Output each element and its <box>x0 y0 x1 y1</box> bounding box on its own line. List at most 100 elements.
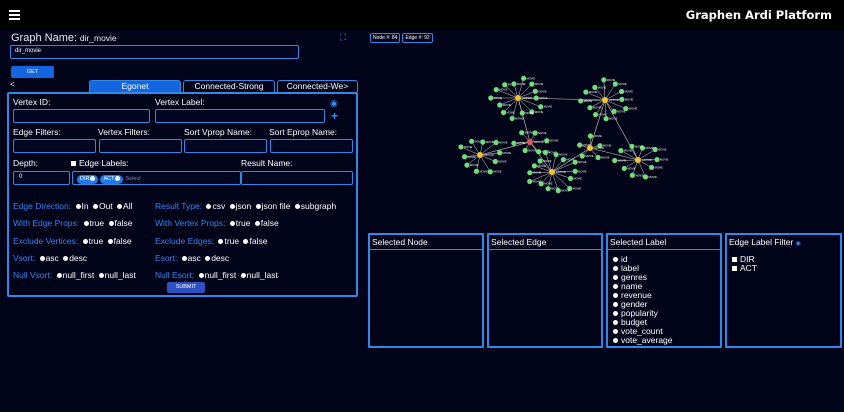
graph-edge <box>511 97 519 119</box>
movie-node-label: MOVIE <box>645 146 654 150</box>
vertex-label-input[interactable] <box>155 109 325 123</box>
movie-node <box>579 153 585 159</box>
label-item[interactable]: budget <box>613 318 673 327</box>
checkbox[interactable] <box>732 266 737 272</box>
movie-node <box>621 165 627 172</box>
depth-input[interactable]: 0 <box>13 171 70 185</box>
plus-icon[interactable]: + <box>331 109 339 123</box>
movie-node-label: MOVIE <box>543 159 552 163</box>
label-item[interactable]: popularity <box>613 309 673 318</box>
tab-connected-weak[interactable]: Connected-We> <box>277 80 358 92</box>
movie-node <box>623 105 629 112</box>
movie-node <box>611 108 617 114</box>
radio-esort-desc[interactable] <box>205 256 211 262</box>
vertex-id-input[interactable] <box>13 109 150 123</box>
hub-node <box>477 152 483 158</box>
radio-exclude-vertices-false[interactable] <box>107 239 113 245</box>
movie-node <box>619 96 625 102</box>
radio-exclude-edges-false[interactable] <box>243 239 249 245</box>
radio-subgraph[interactable] <box>294 204 300 210</box>
radio-json[interactable] <box>229 204 235 210</box>
eye-icon[interactable]: ◉ <box>795 241 801 247</box>
radio-null-esort-last[interactable] <box>240 273 246 279</box>
radio-all[interactable] <box>117 204 123 210</box>
movie-node <box>538 104 544 110</box>
null-vsort-option: Null Vsort: null_first null_last <box>13 270 136 280</box>
vertex-filters-input[interactable] <box>99 139 182 153</box>
radio-null-esort-first[interactable] <box>198 273 204 279</box>
graph-edge <box>534 165 553 173</box>
hub-node <box>515 95 521 101</box>
label-item[interactable]: revenue <box>613 291 673 300</box>
get-button[interactable]: GET <box>11 66 54 78</box>
graph-edge <box>517 97 533 113</box>
radio-edge-props-true[interactable] <box>83 221 89 227</box>
edge-filters-input[interactable] <box>13 139 96 153</box>
radio-vertex-props-true[interactable] <box>229 221 235 227</box>
tab-connected-strong[interactable]: Connected-Strong <box>183 80 275 92</box>
radio-vsort-desc[interactable] <box>63 256 69 262</box>
movie-node-label: MOVIE <box>527 76 536 80</box>
label-item[interactable]: vote_count <box>613 327 673 336</box>
esort-option: Esort: asc desc <box>155 253 230 263</box>
radio-exclude-vertices-true[interactable] <box>82 239 88 245</box>
movie-node <box>542 149 549 156</box>
hamburger-icon[interactable] <box>9 10 20 20</box>
radio-null-vsort-last[interactable] <box>98 273 104 279</box>
chip-remove-icon[interactable] <box>90 176 96 182</box>
actor-node-label: ACTOR <box>556 170 566 174</box>
tab-prev-arrow[interactable]: < <box>10 80 15 89</box>
edge-labels-checkbox[interactable] <box>71 161 76 167</box>
movie-node <box>572 168 578 174</box>
movie-node-label: MOVIE <box>503 103 512 107</box>
movie-node-label: MOVIE <box>468 155 477 159</box>
movie-node <box>567 175 574 182</box>
label-item[interactable]: name <box>613 282 673 291</box>
graph-name-input[interactable]: dir_movie <box>10 45 299 59</box>
label-item[interactable]: vote_average <box>613 336 673 345</box>
result-name-input[interactable] <box>241 171 353 185</box>
graph-edge <box>637 149 656 161</box>
graph-edge <box>517 91 536 99</box>
submit-button[interactable]: SUBMIT <box>167 282 205 293</box>
movie-node-label: MOVIE <box>503 151 512 155</box>
movie-node-label: MOVIE <box>603 144 612 148</box>
movie-node <box>529 81 535 87</box>
focus-icon[interactable]: ⛶ <box>340 32 347 42</box>
eye-icon[interactable]: ◉ <box>330 98 338 108</box>
tab-egonet[interactable]: Egonet <box>89 80 181 92</box>
movie-node-label: MOVIE <box>533 171 542 175</box>
movie-node <box>612 81 618 87</box>
radio-edge-props-false[interactable] <box>108 221 114 227</box>
radio-null-vsort-first[interactable] <box>56 273 62 279</box>
exclude-vertices-option: Exclude Vertices: true false <box>13 236 132 246</box>
graph-canvas[interactable]: MOVIE MOVIE MOVIE MOVIE MOVIE MOVIE MOVIE MOVIE… <box>440 60 690 220</box>
radio-csv[interactable] <box>206 204 212 210</box>
radio-exclude-edges-true[interactable] <box>218 239 224 245</box>
chip-remove-icon[interactable] <box>115 176 121 182</box>
checkbox[interactable] <box>732 257 737 263</box>
label-item[interactable]: gender <box>613 300 673 309</box>
radio-json-file[interactable] <box>255 204 261 210</box>
label-item[interactable]: label <box>613 264 673 273</box>
radio-vsort-asc[interactable] <box>39 256 45 262</box>
sort-eprop-input[interactable] <box>270 139 353 153</box>
label-item[interactable]: genres <box>613 273 673 282</box>
movie-node-label: MOVIE <box>599 113 608 117</box>
movie-node <box>536 149 542 155</box>
movie-node <box>612 157 618 164</box>
sort-vprop-input[interactable] <box>184 139 267 153</box>
graph-edge <box>551 171 571 179</box>
radio-esort-asc[interactable] <box>181 256 187 262</box>
edge-filter-item[interactable]: DIR <box>732 255 757 264</box>
movie-node-label: MOVIE <box>607 78 616 82</box>
label-item[interactable]: id <box>613 255 673 264</box>
radio-vertex-props-false[interactable] <box>254 221 260 227</box>
movie-node <box>545 186 551 192</box>
hub-node <box>602 97 608 103</box>
edge-filter-item[interactable]: ACT <box>732 264 757 273</box>
hub-node <box>527 139 533 145</box>
radio-out[interactable] <box>92 204 98 210</box>
radio-in[interactable] <box>75 204 81 210</box>
